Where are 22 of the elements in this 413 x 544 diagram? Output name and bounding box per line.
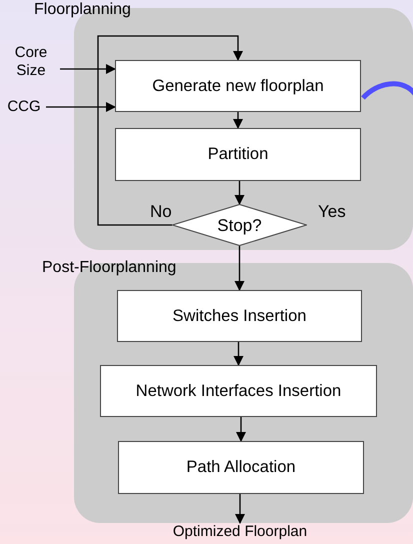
process-box: Generate new floorplan	[115, 60, 361, 112]
arrow	[46, 102, 116, 112]
arrow	[234, 342, 244, 366]
arrow	[233, 112, 243, 129]
arrow	[234, 181, 244, 205]
branch-label: Yes	[318, 203, 346, 221]
group-heading: Floorplanning	[34, 0, 131, 19]
process-box: Switches Insertion	[117, 290, 362, 342]
arrow	[60, 64, 116, 74]
process-box: Network Interfaces Insertion	[100, 365, 377, 417]
arrow	[235, 494, 245, 524]
input-label: Core Size	[6, 44, 56, 80]
group-heading: Post-Floorplanning	[42, 258, 176, 277]
arrow	[236, 417, 246, 442]
output-label: Optimized Floorplan	[130, 523, 350, 541]
arrow	[234, 246, 244, 291]
curved-line	[361, 81, 413, 100]
process-box: Partition	[115, 128, 361, 181]
decision-label: Stop?	[217, 216, 262, 236]
arrow	[97, 35, 243, 226]
input-label: CCG	[6, 98, 42, 116]
process-box: Path Allocation	[118, 441, 364, 494]
